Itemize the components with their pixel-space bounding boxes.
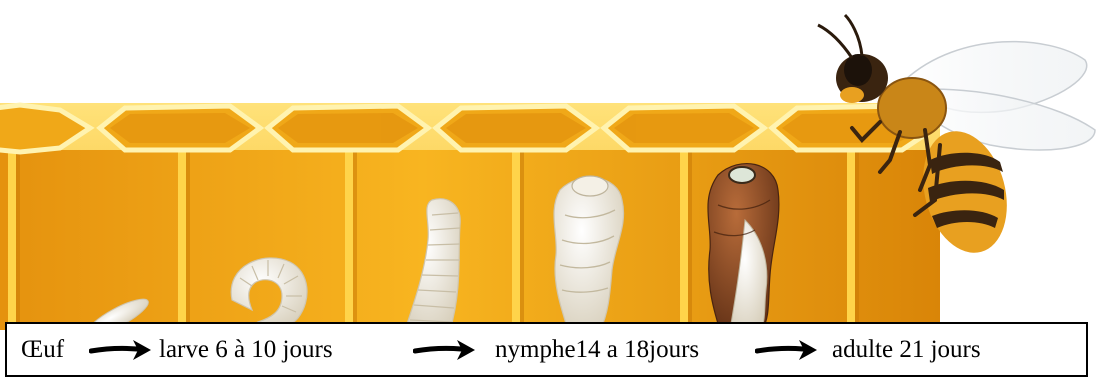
brown-pupa-icon [708, 164, 779, 330]
honeycomb-body [0, 103, 940, 330]
arrow-right-icon [413, 337, 477, 363]
stage-label-adult: adulte 21 jours [832, 336, 981, 364]
arrow-right-icon [89, 337, 153, 363]
stage-label-larva: larve 6 à 10 jours [159, 336, 333, 364]
arrow-right-icon [755, 337, 819, 363]
stage-label-pupa: nymphe14 a 18jours [495, 336, 699, 364]
stage-label-egg: Œuf [21, 336, 64, 364]
stage-caption-box: Œuf larve 6 à 10 jours nymphe14 a 18jour… [5, 322, 1088, 377]
